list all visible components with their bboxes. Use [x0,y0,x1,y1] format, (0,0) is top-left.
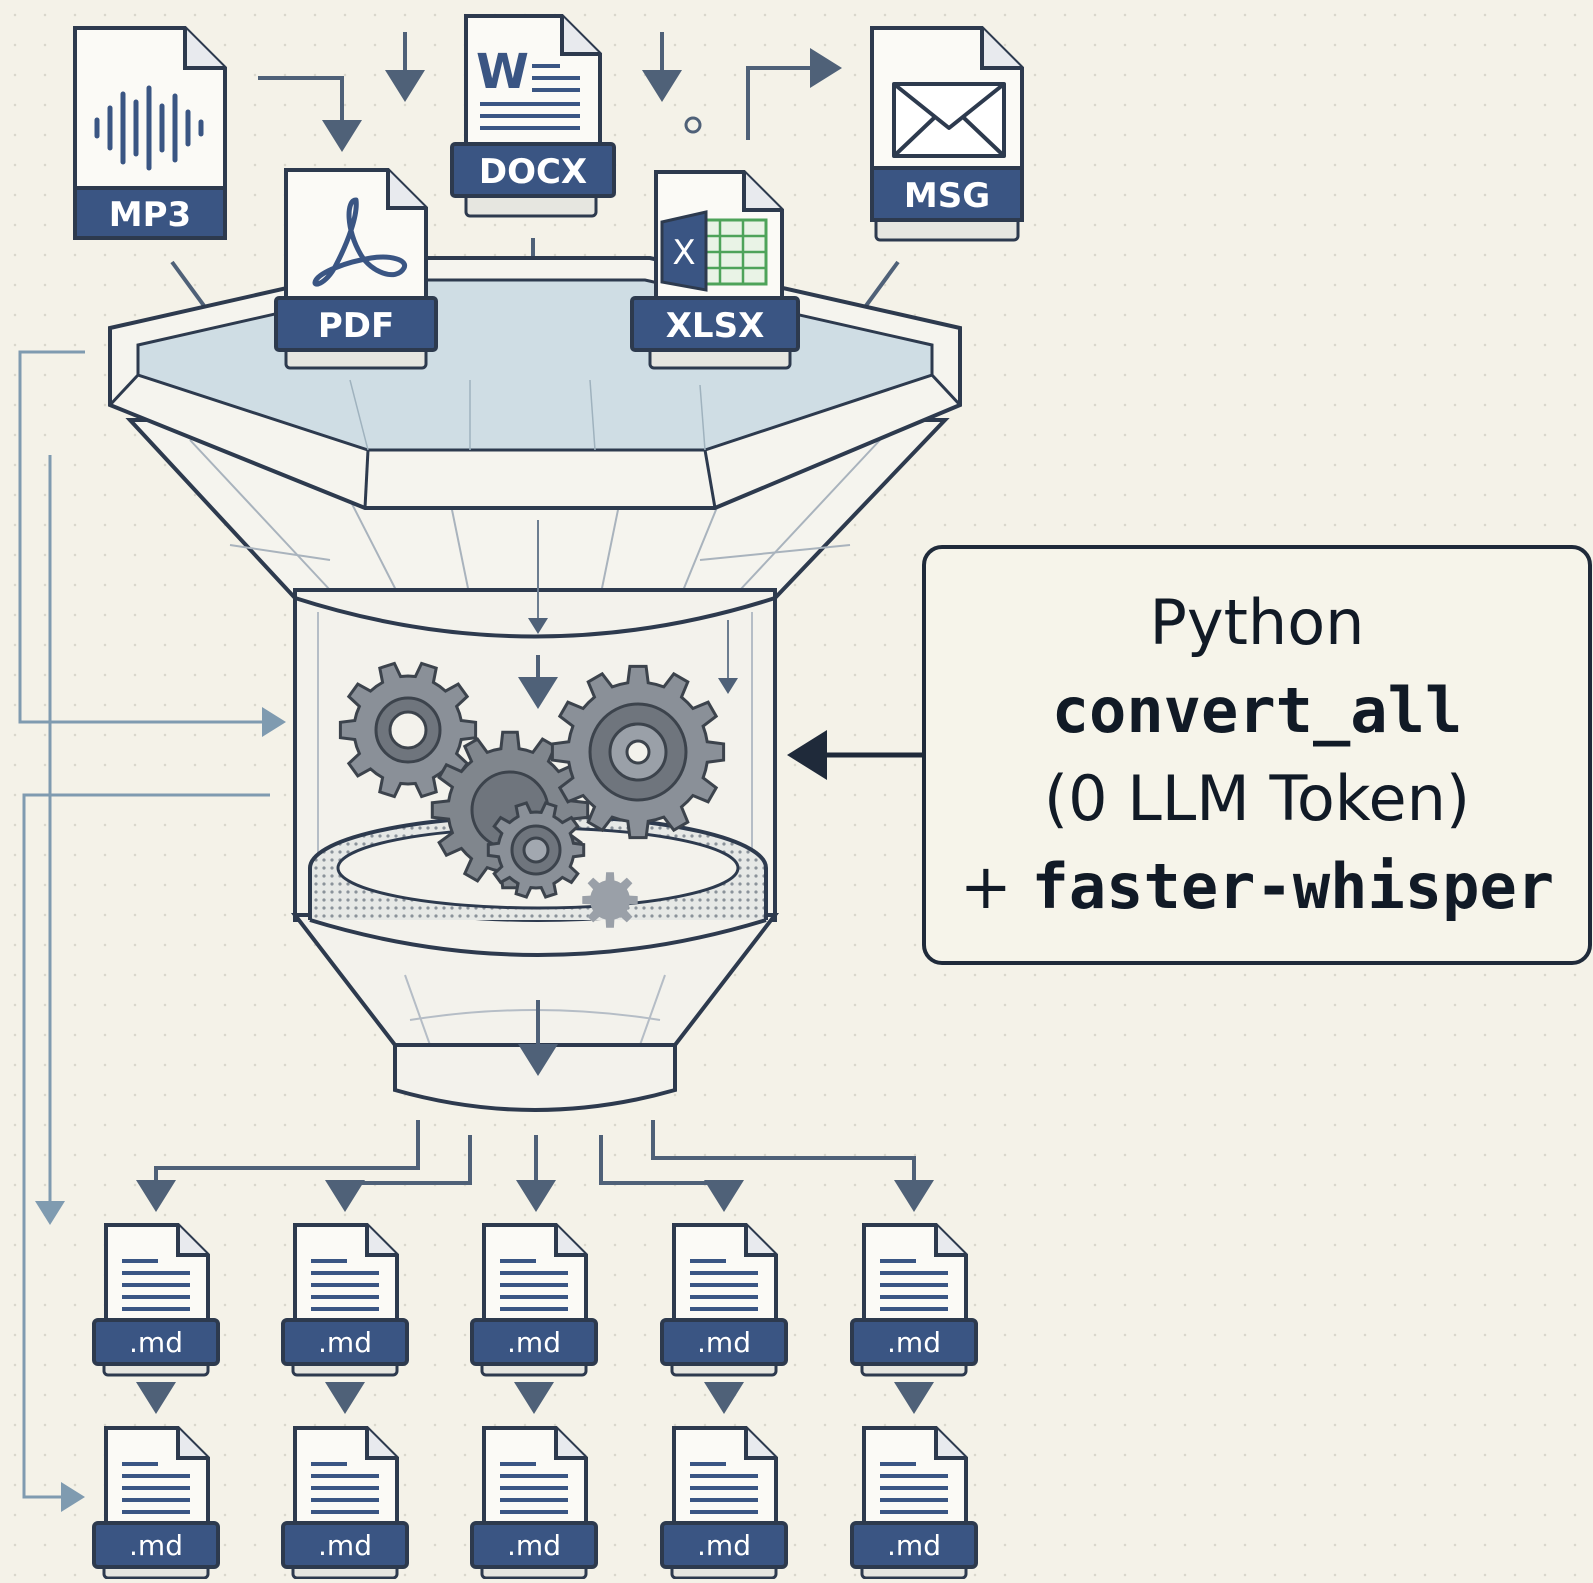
gear-icon [550,664,726,840]
input-file-docx[interactable]: W DOCX [450,14,616,218]
file-type-label: .md [697,1529,751,1562]
pdf-icon [312,197,408,287]
text-lines-icon [690,1462,758,1514]
output-file-md[interactable]: .md [281,1426,409,1580]
output-file-md[interactable]: .md [92,1426,220,1580]
callout-library: faster-whisper [1031,850,1555,923]
file-type-label: MP3 [109,195,191,235]
file-type-label: .md [129,1529,183,1562]
gears [338,661,726,928]
left-flow-lines [18,350,286,1512]
output-file-md[interactable]: .md [470,1223,598,1377]
svg-text:X: X [672,233,695,273]
output-row-1: .md .md .md .md .md [92,1223,978,1377]
output-file-md[interactable]: .md [660,1426,788,1580]
file-type-label: .md [507,1326,561,1359]
callout-plus: + [959,850,1032,923]
output-file-md[interactable]: .md [850,1223,978,1377]
gear-icon [486,801,586,899]
envelope-icon [892,82,1006,158]
output-file-md[interactable]: .md [850,1426,978,1580]
spreadsheet-icon: X [660,210,768,292]
tool-callout: Python convert_all (0 LLM Token) + faste… [922,545,1592,965]
text-lines-icon [122,1259,190,1311]
output-file-md[interactable]: .md [660,1223,788,1377]
output-file-md[interactable]: .md [92,1223,220,1377]
file-type-label: .md [697,1326,751,1359]
gear-icon [338,661,478,799]
callout-function: convert_all [1051,674,1463,747]
output-file-md[interactable]: .md [281,1223,409,1377]
callout-language: Python [1149,586,1365,659]
file-type-label: .md [318,1529,372,1562]
file-type-label: .md [318,1326,372,1359]
text-lines-icon [122,1462,190,1514]
output-arrows [136,1120,934,1212]
file-type-label: DOCX [479,152,587,192]
word-icon: W [476,44,529,100]
file-type-label: .md [507,1529,561,1562]
input-file-pdf[interactable]: PDF [274,168,438,370]
text-lines-icon [880,1259,948,1311]
input-file-mp3[interactable]: MP3 [73,26,227,240]
callout-token-note: (0 LLM Token) [1043,762,1471,835]
gear-icon [582,872,638,928]
text-lines-icon [311,1259,379,1311]
text-lines-icon [880,1462,948,1514]
file-type-label: MSG [904,176,990,216]
file-type-label: .md [129,1326,183,1359]
file-type-label: PDF [318,306,394,346]
output-row-arrows [136,1382,934,1414]
text-lines-icon [500,1259,568,1311]
file-type-label: XLSX [666,306,765,346]
text-lines-icon [311,1462,379,1514]
output-row-2: .md .md .md .md .md [92,1426,978,1580]
file-type-label: .md [887,1326,941,1359]
funnel [108,256,962,1112]
input-file-xlsx[interactable]: X XLSX [630,170,800,370]
text-lines-icon [690,1259,758,1311]
callout-addon: + faster-whisper [960,843,1554,931]
output-file-md[interactable]: .md [470,1426,598,1580]
input-file-msg[interactable]: MSG [870,26,1024,242]
file-type-label: .md [887,1529,941,1562]
text-lines-icon [500,1462,568,1514]
audio-waveform-icon [94,85,204,171]
